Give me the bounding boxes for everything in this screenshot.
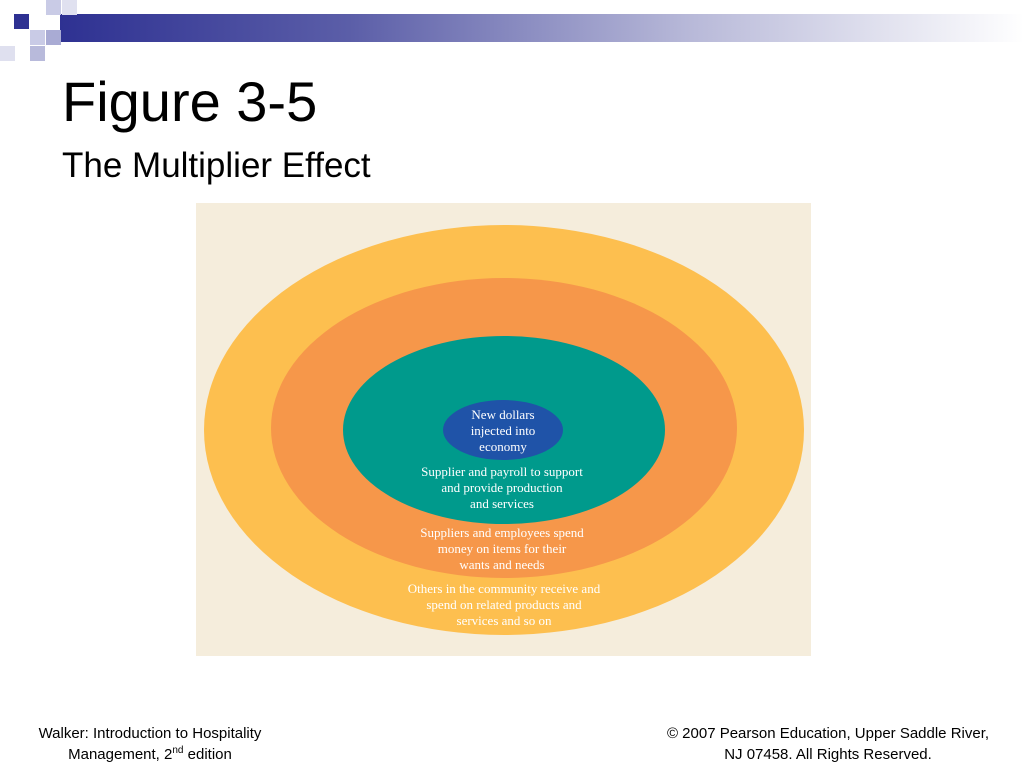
outer-ring-label: Others in the community receive and spen… — [408, 581, 601, 628]
core-label-line: New dollars — [471, 407, 534, 422]
middle-ring-label: Suppliers and employees spend money on i… — [420, 525, 584, 572]
core-label-line: injected into — [471, 423, 536, 438]
footer-left-line: Management, 2nd edition — [10, 744, 290, 765]
middle-ring-label-line: money on items for their — [438, 541, 567, 556]
footer-right-line: © 2007 Pearson Education, Upper Saddle R… — [666, 725, 990, 742]
core-label: New dollars injected into economy — [471, 407, 536, 454]
footer-right-line: NJ 07458. All Rights Reserved. — [724, 746, 932, 763]
decor-square-lavender — [62, 0, 77, 15]
decor-square-lavender — [46, 0, 61, 15]
footer-book-citation: Walker: Introduction to Hospitality Mana… — [10, 723, 290, 765]
decor-square-lavender — [0, 46, 15, 61]
middle-ring-label-line: wants and needs — [459, 557, 544, 572]
inner-ring-label-line: Supplier and payroll to support — [421, 464, 583, 479]
diagram-canvas: New dollars injected into economy Suppli… — [204, 225, 804, 635]
decor-square-lavender — [46, 30, 61, 45]
middle-ring-label-line: Suppliers and employees spend — [420, 525, 584, 540]
footer-edition-suffix: edition — [183, 746, 232, 763]
inner-ring-label-line: and services — [470, 496, 534, 511]
footer-left-line: Walker: Introduction to Hospitality — [38, 725, 262, 742]
core-label-line: economy — [479, 439, 527, 454]
core-ellipse — [443, 400, 563, 460]
multiplier-effect-diagram: New dollars injected into economy Suppli… — [196, 203, 811, 656]
outer-ring-label-line: services and so on — [457, 613, 552, 628]
slide-title: Figure 3-5 — [62, 70, 318, 133]
footer-copyright: © 2007 Pearson Education, Upper Saddle R… — [628, 723, 1024, 765]
decor-square-lavender — [30, 30, 45, 45]
outer-ring-label-line: spend on related products and — [426, 597, 582, 612]
slide-subtitle: The Multiplier Effect — [62, 146, 371, 185]
decor-square-navy — [14, 14, 29, 29]
decor-square-lavender — [30, 46, 45, 61]
inner-ring-label: Supplier and payroll to support and prov… — [421, 464, 583, 511]
header-gradient-bar — [60, 14, 1024, 42]
footer-edition-prefix: Management, 2 — [68, 746, 173, 763]
outer-ring-label-line: Others in the community receive and — [408, 581, 601, 596]
footer-edition-sup: nd — [172, 745, 184, 756]
inner-ring-label-line: and provide production — [441, 480, 563, 495]
